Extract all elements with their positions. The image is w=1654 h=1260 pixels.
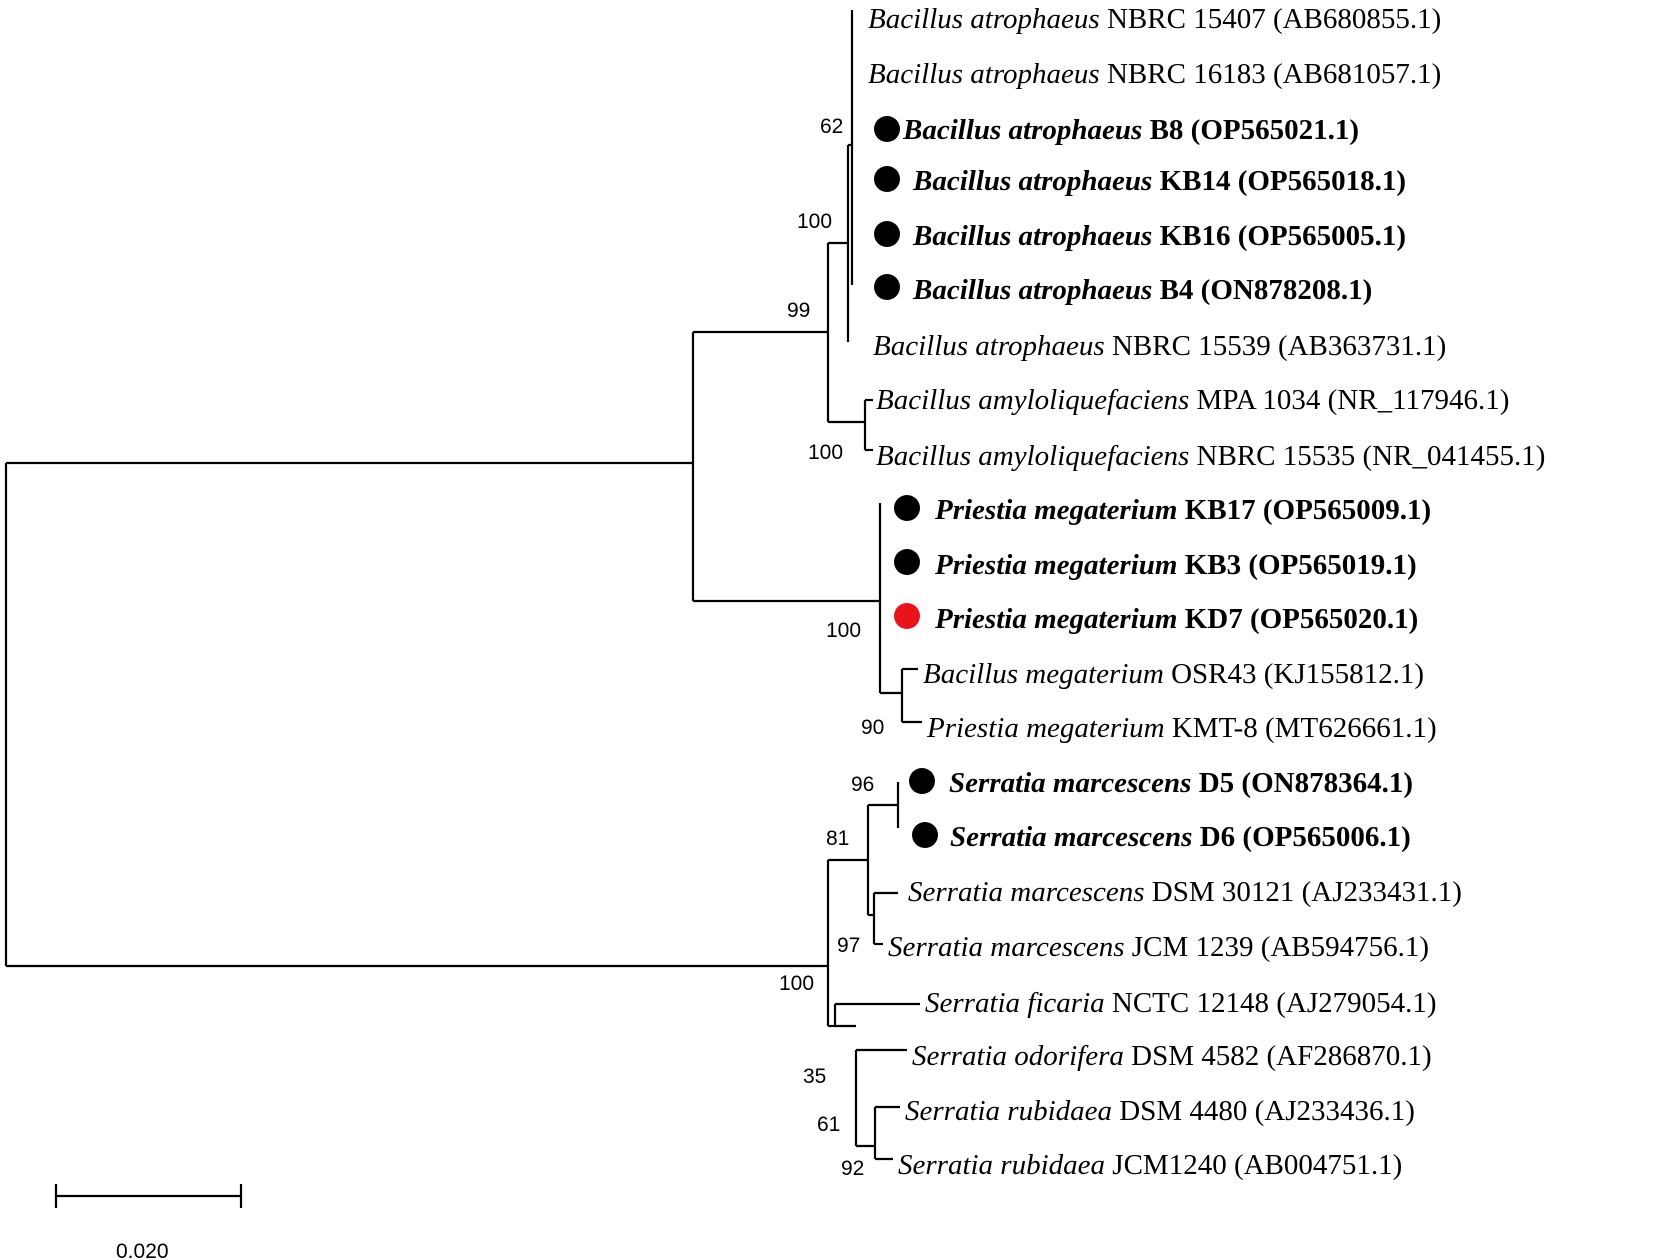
filled-circle-icon: [894, 495, 920, 521]
taxon-label: Serratia marcescens D5 (ON878364.1): [949, 767, 1413, 799]
bootstrap-value: 35: [803, 1065, 826, 1088]
taxon-label: Bacillus atrophaeus NBRC 15407 (AB680855…: [868, 3, 1441, 35]
filled-circle-icon: [912, 822, 938, 848]
bootstrap-value: 100: [808, 441, 843, 464]
filled-circle-icon: [909, 768, 935, 794]
filled-circle-icon: [874, 221, 900, 247]
taxon-label: Priestia megaterium KB3 (OP565019.1): [934, 549, 1417, 581]
bootstrap-value: 99: [787, 299, 810, 322]
bootstrap-value: 81: [826, 827, 849, 850]
scale-bar: 0.020: [54, 1184, 243, 1260]
taxon-label: Bacillus amyloliquefaciens MPA 1034 (NR_…: [876, 384, 1509, 416]
filled-circle-icon: [874, 166, 900, 192]
filled-circle-icon: [894, 603, 920, 629]
bootstrap-value: 90: [861, 716, 884, 739]
taxon-label: Bacillus atrophaeus B4 (ON878208.1): [912, 274, 1372, 306]
taxon-label: Bacillus atrophaeus KB16 (OP565005.1): [912, 220, 1406, 252]
taxon-label: Bacillus amyloliquefaciens NBRC 15535 (N…: [876, 440, 1545, 472]
isolate-markers: [874, 116, 938, 848]
bootstrap-values: 62 100 99 100 100 90 96 81 97 100 35 61 …: [779, 115, 884, 1180]
taxon-label: Priestia megaterium KB17 (OP565009.1): [934, 494, 1431, 526]
taxon-label: Bacillus atrophaeus KB14 (OP565018.1): [912, 165, 1406, 197]
taxon-label: Bacillus atrophaeus B8 (OP565021.1): [902, 114, 1359, 146]
taxon-label: Bacillus atrophaeus NBRC 16183 (AB681057…: [868, 58, 1441, 90]
taxon-label-highlighted: Priestia megaterium KD7 (OP565020.1): [934, 603, 1418, 635]
scale-bar-label: 0.020: [116, 1240, 169, 1260]
taxon-label: Bacillus megaterium OSR43 (KJ155812.1): [923, 658, 1424, 690]
taxon-label: Serratia rubidaea DSM 4480 (AJ233436.1): [905, 1095, 1415, 1127]
bootstrap-value: 100: [826, 619, 861, 642]
filled-circle-icon: [894, 549, 920, 575]
taxon-label: Serratia rubidaea JCM1240 (AB004751.1): [898, 1149, 1402, 1181]
taxon-label: Serratia odorifera DSM 4582 (AF286870.1): [912, 1040, 1432, 1072]
bootstrap-value: 97: [837, 934, 860, 957]
filled-circle-icon: [874, 274, 900, 300]
bootstrap-value: 96: [851, 773, 874, 796]
taxon-label: Serratia marcescens DSM 30121 (AJ233431.…: [908, 876, 1462, 908]
bootstrap-value: 100: [779, 972, 814, 995]
taxon-label: Priestia megaterium KMT-8 (MT626661.1): [926, 712, 1437, 744]
bootstrap-value: 100: [797, 210, 832, 233]
taxon-label: Bacillus atrophaeus NBRC 15539 (AB363731…: [873, 330, 1446, 362]
taxon-label: Serratia marcescens JCM 1239 (AB594756.1…: [888, 931, 1429, 963]
tree-branches: [4, 10, 922, 1161]
taxon-label: Serratia marcescens D6 (OP565006.1): [950, 821, 1411, 853]
bootstrap-value: 62: [820, 115, 843, 138]
bootstrap-value: 61: [817, 1113, 840, 1136]
bootstrap-value: 92: [841, 1157, 864, 1180]
filled-circle-icon: [874, 116, 900, 142]
taxon-labels: Bacillus atrophaeus NBRC 15407 (AB680855…: [868, 3, 1545, 1181]
taxon-label: Serratia ficaria NCTC 12148 (AJ279054.1): [925, 987, 1437, 1019]
